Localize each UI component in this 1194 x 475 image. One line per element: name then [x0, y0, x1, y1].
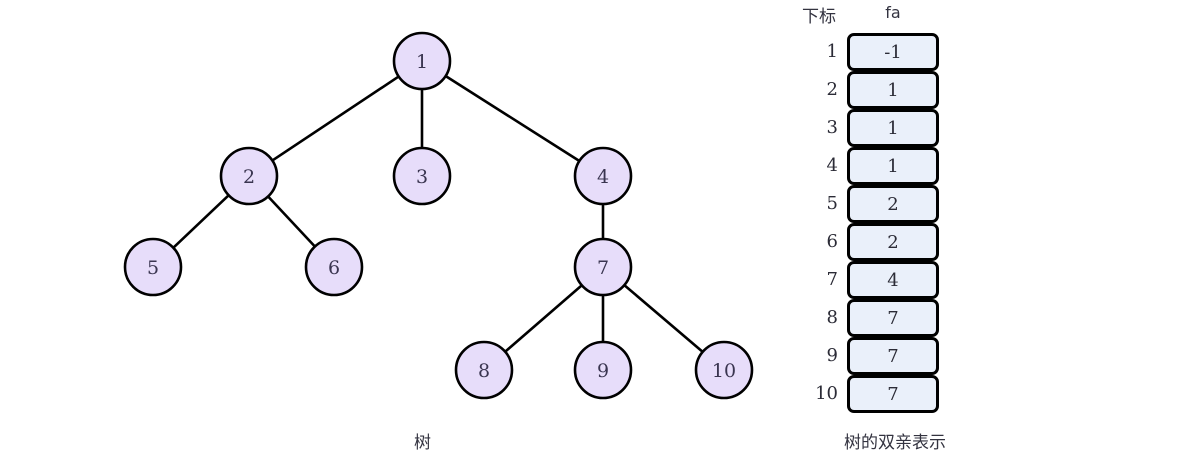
tree-edge-7-8 — [503, 283, 584, 354]
row-index-label: 7 — [826, 269, 838, 290]
tree-edges-group — [171, 74, 705, 354]
row-index-label: 9 — [826, 345, 838, 366]
tree-node-9[interactable]: 9 — [573, 340, 633, 400]
row-index-label: 4 — [826, 155, 838, 176]
row-fa-cell[interactable]: 2 — [847, 223, 939, 261]
tree-node-circle-4 — [573, 146, 633, 206]
row-index-label: 5 — [826, 193, 838, 214]
tree-node-circle-7 — [573, 237, 633, 297]
row-fa-cell[interactable]: 7 — [847, 375, 939, 413]
tree-node-2[interactable]: 2 — [219, 146, 279, 206]
tree-node-4[interactable]: 4 — [573, 146, 633, 206]
tree-nodes-group: 1 2 3 4 5 6 7 8 9 10 — [123, 31, 754, 400]
tree-node-label-9: 9 — [597, 360, 609, 382]
tree-node-5[interactable]: 5 — [123, 237, 183, 297]
tree-node-circle-6 — [304, 237, 364, 297]
row-fa-cell[interactable]: 1 — [847, 147, 939, 185]
row-fa-cell[interactable]: 7 — [847, 299, 939, 337]
tree-node-label-1: 1 — [416, 51, 428, 73]
table-row: 1 -1 — [790, 33, 1010, 71]
table-row: 10 7 — [790, 375, 1010, 413]
row-fa-cell[interactable]: -1 — [847, 33, 939, 71]
row-fa-cell[interactable]: 2 — [847, 185, 939, 223]
tree-node-10[interactable]: 10 — [694, 340, 754, 400]
tree-edge-2-6 — [266, 194, 317, 249]
tree-edge-1-2 — [270, 74, 401, 163]
tree-node-label-5: 5 — [147, 257, 159, 279]
tree-graph: 1 2 3 4 5 6 7 8 9 10 — [123, 31, 754, 400]
row-index-label: 1 — [826, 41, 838, 62]
row-fa-cell[interactable]: 1 — [847, 109, 939, 147]
row-index-label: 6 — [826, 231, 838, 252]
tree-node-6[interactable]: 6 — [304, 237, 364, 297]
tree-caption: 树 — [414, 433, 431, 453]
tree-edge-2-5 — [171, 193, 231, 250]
tree-edge-7-10 — [622, 283, 705, 354]
column-header-fa: fa — [885, 3, 901, 22]
tree-node-circle-5 — [123, 237, 183, 297]
tree-node-label-7: 7 — [597, 257, 609, 279]
tree-node-label-8: 8 — [478, 360, 490, 382]
table-caption: 树的双亲表示 — [844, 433, 946, 453]
tree-node-circle-2 — [219, 146, 279, 206]
tree-node-label-6: 6 — [328, 257, 340, 279]
tree-diagram-panel: 1 2 3 4 5 6 7 8 9 10 树 — [123, 31, 754, 453]
row-index-label: 2 — [826, 79, 838, 100]
tree-node-1[interactable]: 1 — [392, 31, 452, 91]
tree-node-circle-8 — [454, 340, 514, 400]
tree-node-circle-10 — [694, 340, 754, 400]
tree-node-label-2: 2 — [243, 166, 255, 188]
tree-node-label-4: 4 — [597, 166, 609, 188]
row-index-label: 3 — [826, 117, 838, 138]
row-fa-cell[interactable]: 1 — [847, 71, 939, 109]
row-fa-cell[interactable]: 4 — [847, 261, 939, 299]
tree-node-3[interactable]: 3 — [392, 146, 452, 206]
tree-node-circle-3 — [392, 146, 452, 206]
tree-node-8[interactable]: 8 — [454, 340, 514, 400]
tree-node-label-3: 3 — [416, 166, 428, 188]
tree-node-circle-9 — [573, 340, 633, 400]
table-header: 下标 fa — [790, 2, 1010, 28]
tree-edge-1-4 — [443, 74, 582, 163]
tree-node-label-10: 10 — [712, 360, 736, 382]
tree-node-7[interactable]: 7 — [573, 237, 633, 297]
row-index-label: 10 — [815, 383, 838, 404]
row-fa-cell[interactable]: 7 — [847, 337, 939, 375]
row-index-label: 8 — [826, 307, 838, 328]
tree-node-circle-1 — [392, 31, 452, 91]
column-header-index: 下标 — [802, 7, 836, 27]
